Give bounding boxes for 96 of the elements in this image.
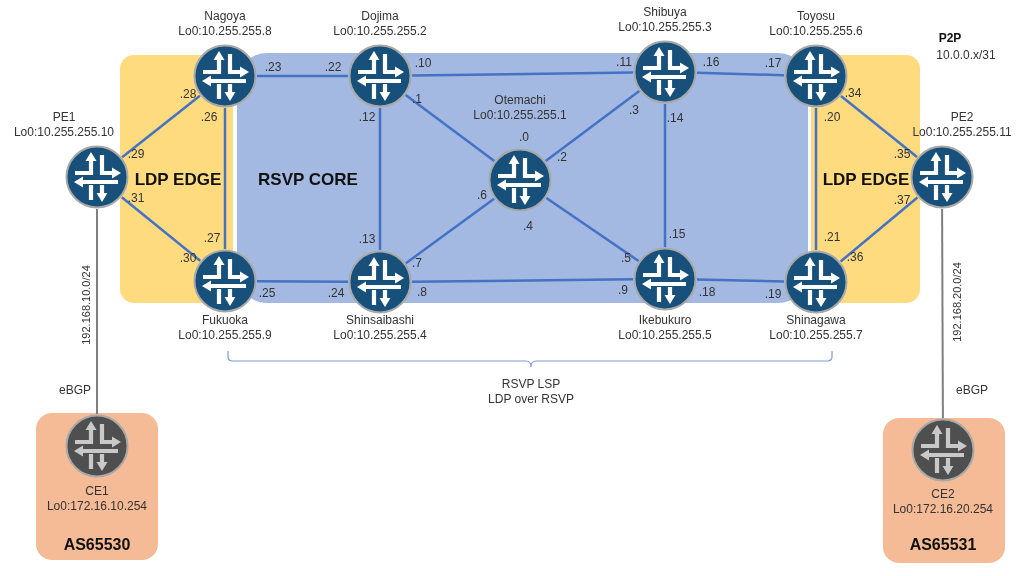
interface-address: .2 (557, 150, 567, 164)
loopback-address: Lo0:10.255.255.2 (333, 24, 427, 39)
interface-address: .13 (358, 232, 376, 246)
link-line (96, 208, 98, 415)
link-line (941, 208, 944, 419)
loopback-address: Lo0:10.255.255.7 (769, 328, 863, 343)
router-name: CE1 (84, 484, 110, 499)
interface-address: .30 (179, 251, 197, 265)
router-name: Toyosu (796, 9, 836, 24)
interface-address: .31 (127, 191, 145, 205)
router-name: Dojima (360, 9, 400, 24)
interface-address: .0 (519, 130, 529, 144)
loopback-address: Lo0:10.255.255.3 (618, 20, 712, 35)
protocol-label: eBGP (956, 383, 988, 397)
interface-address: .22 (324, 60, 342, 74)
loopback-address: Lo0:10.255.255.6 (769, 24, 863, 39)
subnet-label: 192.168.10.0/24 (80, 265, 92, 345)
interface-address: .19 (764, 287, 782, 301)
interface-address: .27 (203, 231, 221, 245)
router-name: Shibuya (642, 5, 688, 20)
link-line (378, 108, 382, 250)
as-number: AS65531 (909, 536, 977, 554)
link-line (545, 196, 640, 263)
subnet-note: 10.0.0.x/31 (936, 48, 996, 62)
link-line (696, 278, 785, 283)
interface-address: .35 (893, 147, 911, 161)
link-line (121, 196, 201, 262)
router-name: Ikebukuro (637, 313, 693, 328)
interface-address: .12 (358, 110, 376, 124)
interface-address: .25 (258, 286, 276, 300)
link-line (405, 197, 495, 265)
router-name: PE1 (51, 110, 77, 125)
subnet-label: 192.168.20.0/24 (951, 262, 963, 342)
link-line (121, 94, 201, 159)
interface-address: .14 (666, 111, 684, 125)
interface-address: .11 (616, 55, 632, 69)
interface-address: .7 (412, 256, 422, 270)
interface-address: .6 (477, 188, 487, 202)
loopback-address: Lo0:10.255.255.4 (333, 328, 427, 343)
as-panel (36, 413, 158, 560)
protocol-label: eBGP (59, 383, 91, 397)
bracket-label: LDP over RSVP (488, 392, 574, 406)
link-line (544, 90, 641, 162)
legend-title: P2P (938, 31, 962, 45)
loopback-address: Lo0:10.255.255.10 (13, 125, 115, 140)
link-line (412, 278, 633, 283)
link-line (412, 71, 633, 77)
link-line (257, 74, 348, 78)
interface-address: .8 (417, 285, 427, 299)
loopback-address: Lo0:10.255.255.9 (178, 328, 272, 343)
link-line (223, 108, 227, 249)
zone-title: LDP EDGE (822, 170, 910, 190)
router-name: Shinsaibashi (345, 313, 415, 328)
loopback-address: Lo0:172.16.20.254 (892, 502, 994, 517)
interface-address: .34 (844, 86, 862, 100)
loopback-address: Lo0:10.255.255.1 (473, 108, 567, 123)
interface-address: .36 (846, 250, 864, 264)
interface-address: .9 (618, 283, 628, 297)
link-line (840, 95, 918, 158)
router-name: Shinagawa (785, 313, 847, 328)
bracket-label: RSVP LSP (501, 377, 561, 391)
loopback-address: Lo0:10.255.255.5 (618, 328, 712, 343)
interface-address: .17 (764, 56, 782, 70)
interface-address: .29 (127, 147, 145, 161)
router-name: Otemachi (493, 93, 547, 108)
as-panel (883, 418, 1005, 563)
interface-address: .28 (179, 87, 197, 101)
interface-address: .23 (264, 60, 282, 74)
zone-title: LDP EDGE (134, 170, 222, 190)
as-number: AS65530 (63, 536, 131, 554)
zone-title: RSVP CORE (258, 170, 358, 190)
link-line (696, 71, 785, 77)
loopback-address: Lo0:10.255.255.8 (178, 24, 272, 39)
router-name: PE2 (949, 110, 975, 125)
router-name: Fukuoka (201, 313, 249, 328)
interface-address: .15 (668, 227, 686, 241)
interface-address: .5 (621, 251, 631, 265)
link-line (663, 104, 667, 247)
loopback-address: Lo0:172.16.10.254 (46, 499, 148, 514)
link-line (404, 94, 496, 162)
interface-address: .18 (698, 285, 716, 299)
interface-address: .24 (327, 286, 345, 300)
interface-address: .1 (412, 92, 422, 106)
link-line (257, 279, 348, 284)
link-line (839, 196, 919, 263)
interface-address: .37 (893, 193, 911, 207)
interface-address: .3 (629, 103, 639, 117)
interface-address: .16 (702, 55, 720, 69)
link-line (814, 108, 818, 250)
interface-address: .26 (200, 110, 218, 124)
router-name: CE2 (930, 487, 956, 502)
interface-address: .21 (823, 230, 841, 244)
interface-address: .4 (523, 219, 533, 233)
router-name: Nagoya (203, 9, 247, 24)
interface-address: .20 (823, 110, 841, 124)
interface-address: .10 (414, 56, 432, 70)
